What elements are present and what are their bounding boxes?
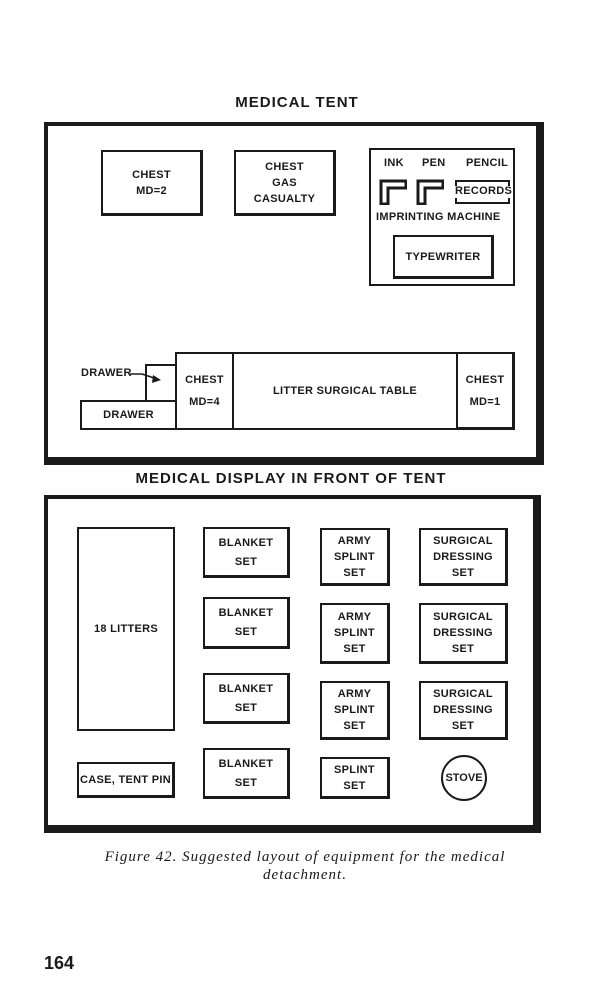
records-bracket-icon: [455, 180, 510, 204]
pen-label: PEN: [422, 157, 446, 169]
dressing-set-3-line2: DRESSING: [433, 704, 493, 716]
display-heading: MEDICAL DISPLAY IN FRONT OF TENT: [135, 470, 447, 487]
case-tent-pin-label: CASE, TENT PIN: [80, 773, 171, 786]
dressing-set-3-line1: SURGICAL: [433, 688, 493, 700]
splint-set-4-line2: SET: [343, 779, 366, 792]
blanket-set-2-line2: SET: [234, 626, 258, 638]
blanket-set-3-line1: BLANKET: [218, 682, 274, 695]
splint-set-1-line2: SPLINT: [334, 550, 375, 563]
splint-set-4-line1: SPLINT: [334, 763, 375, 776]
imprinting-machine-label: IMPRINTING MACHINE: [376, 211, 501, 223]
tent-heading: MEDICAL TENT: [235, 94, 359, 111]
splint-set-3: ARMY SPLINT SET: [320, 681, 390, 740]
stove-label: STOVE: [445, 772, 483, 784]
splint-set-3-line3: SET: [343, 720, 366, 732]
litter-surgical-table-label: LITTER SURGICAL TABLE: [273, 385, 417, 397]
splint-set-1-line3: SET: [343, 566, 366, 579]
drawer-label: DRAWER: [81, 367, 132, 379]
blanket-set-1: BLANKET SET: [203, 527, 290, 578]
blanket-set-2-line1: BLANKET: [218, 607, 274, 619]
blanket-set-2: BLANKET SET: [203, 597, 290, 649]
tent-frame: [44, 122, 544, 465]
splint-set-3-line1: ARMY: [337, 688, 372, 700]
blanket-set-4: BLANKET SET: [203, 748, 290, 799]
ink-label: INK: [384, 157, 404, 169]
chest-gas-line2: GAS: [272, 176, 297, 189]
desk-box: [369, 148, 515, 286]
records-label: RECORDS: [455, 185, 513, 197]
chest-md2-line2: MD=2: [136, 184, 167, 197]
blanket-set-1-line2: SET: [234, 555, 258, 568]
chest-gas-casualty-box: CHEST GAS CASUALTY: [234, 150, 336, 216]
splint-set-2-line3: SET: [343, 643, 366, 655]
typewriter-label: TYPEWRITER: [405, 250, 481, 263]
chest-md1-line1: CHEST: [465, 373, 505, 386]
caption-line2: detachment.: [263, 867, 347, 883]
chest-md2-line1: CHEST: [132, 168, 171, 181]
chest-md4-box: CHEST MD=4: [175, 352, 234, 430]
display-frame: [44, 495, 541, 833]
chest-md2-box: CHEST MD=2: [101, 150, 203, 216]
dressing-set-2: SURGICAL DRESSING SET: [419, 603, 508, 664]
dressing-set-1: SURGICAL DRESSING SET: [419, 528, 508, 586]
litters-box: 18 LITTERS: [77, 527, 175, 731]
dressing-set-3: SURGICAL DRESSING SET: [419, 681, 508, 740]
stamp-icon-1: [379, 179, 407, 205]
chest-md1-line2: MD=1: [469, 395, 501, 408]
chest-gas-line1: CHEST: [265, 160, 304, 173]
pencil-label: PENCIL: [466, 157, 509, 169]
dressing-set-1-line3: SET: [451, 566, 475, 579]
splint-set-3-line2: SPLINT: [334, 704, 375, 716]
splint-set-1-line1: ARMY: [337, 534, 372, 547]
figure-caption: Figure 42. Suggested layout of equipment…: [40, 848, 570, 884]
dressing-set-2-line1: SURGICAL: [433, 611, 493, 623]
chest-md1-box: CHEST MD=1: [456, 352, 515, 430]
blanket-set-1-line1: BLANKET: [218, 536, 274, 549]
drawer-box-label: DRAWER: [103, 409, 154, 421]
stove-circle: STOVE: [441, 755, 487, 801]
typewriter-box: TYPEWRITER: [393, 235, 494, 279]
drawer-arrow-icon: [130, 373, 161, 383]
stamp-icon-2: [416, 179, 444, 205]
chest-md4-line2: MD=4: [189, 396, 220, 408]
blanket-set-4-line2: SET: [234, 776, 258, 789]
splint-set-2-line2: SPLINT: [334, 627, 375, 639]
dressing-set-2-line3: SET: [451, 643, 475, 655]
caption-line1: Figure 42. Suggested layout of equipment…: [104, 849, 506, 865]
splint-set-4: SPLINT SET: [320, 757, 390, 799]
page-number: 164: [44, 953, 75, 973]
drawer-small-box: [145, 364, 177, 402]
blanket-set-3-line2: SET: [234, 701, 258, 714]
litter-surgical-table-box: LITTER SURGICAL TABLE: [232, 352, 458, 430]
dressing-set-3-line3: SET: [451, 720, 475, 732]
litters-label: 18 LITTERS: [93, 623, 159, 635]
blanket-set-3: BLANKET SET: [203, 673, 290, 724]
blanket-set-4-line1: BLANKET: [218, 757, 274, 770]
drawer-box: DRAWER: [80, 400, 177, 430]
case-tent-pin-box: CASE, TENT PIN: [77, 762, 175, 798]
splint-set-2: ARMY SPLINT SET: [320, 603, 390, 664]
splint-set-1: ARMY SPLINT SET: [320, 528, 390, 586]
dressing-set-1-line2: DRESSING: [433, 550, 493, 563]
dressing-set-1-line1: SURGICAL: [433, 534, 493, 547]
splint-set-2-line1: ARMY: [337, 611, 372, 623]
dressing-set-2-line2: DRESSING: [433, 627, 493, 639]
chest-gas-line3: CASUALTY: [253, 192, 316, 205]
chest-md4-line1: CHEST: [185, 374, 224, 386]
